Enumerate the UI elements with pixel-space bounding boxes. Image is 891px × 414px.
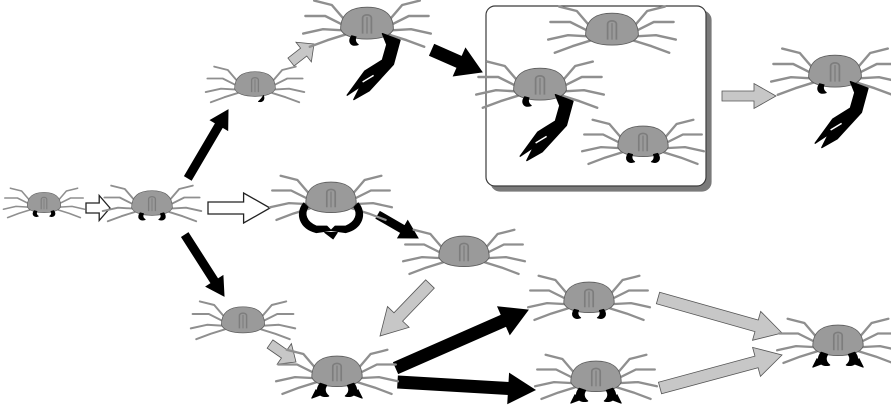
arrow-early-to-middle [208,193,270,223]
crab-lower-bottom-right [535,355,657,403]
arrow-upper-large-to-panel [426,36,488,85]
arrow-upper-right-to-final [654,284,786,348]
crab-lower-upper-right [528,276,650,320]
crab-upper-large-claw [303,1,431,100]
crab-start [3,188,84,217]
arrow-panel-to-right [722,84,776,109]
crab-final-right [777,319,891,367]
crab-middle-wide-claws [270,176,392,239]
arrow-upper-small-to-large [283,34,321,72]
arrow-bottom-right-to-final [656,341,786,403]
crab-early [103,186,202,222]
crab-right-large-claw [771,49,891,148]
crab-upper-small [206,67,305,103]
arrow-middle-to-middle-right [373,206,423,246]
arrow-early-to-lower [177,230,233,302]
crab-middle-right-no-claw [403,230,525,274]
arrow-lower-center-to-bottom-right [397,367,536,405]
crab-lower-left-no-claw [191,301,295,339]
arrow-middle-right-to-lower-center [369,274,441,347]
arrow-start-to-early [86,196,110,221]
arrow-early-to-upper [179,105,236,183]
